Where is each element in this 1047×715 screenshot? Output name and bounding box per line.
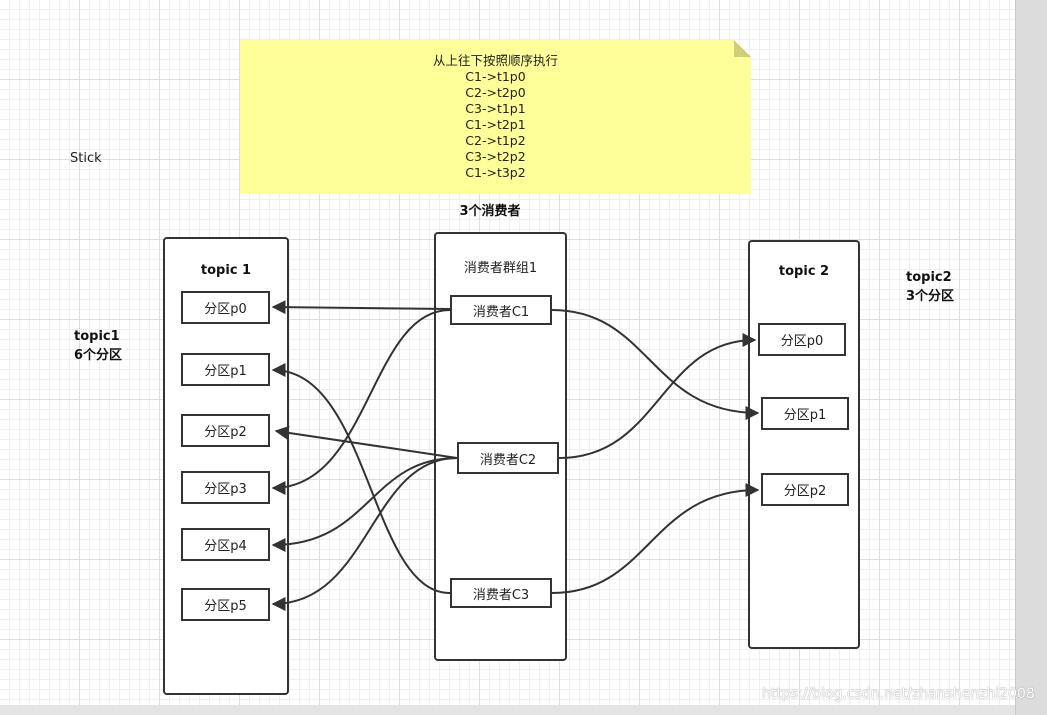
link-c3-t1p1 — [271, 363, 451, 594]
topic2-side-name: topic2 — [906, 270, 952, 285]
sticky-note[interactable]: 从上往下按照顺序执行 C1->t1p0 C2->t2p0 C3->t1p1 C1… — [240, 40, 751, 194]
link-c1-t2p1 — [551, 309, 760, 420]
page-bottom-edge — [0, 705, 1015, 715]
note-line: C1->t1p0 — [465, 69, 526, 84]
note-line: C3->t1p1 — [465, 101, 526, 116]
topic2-partition-p2[interactable]: 分区p2 — [761, 473, 849, 506]
link-c2-t2p0 — [558, 333, 757, 459]
link-c3-t2p2 — [551, 483, 760, 594]
topic1-title: topic 1 — [200, 263, 252, 278]
note-line: C1->t3p2 — [465, 165, 526, 180]
link-c2-t1p4 — [271, 457, 458, 552]
topic1-partition-p3[interactable]: 分区p3 — [181, 471, 270, 504]
topic1-side-label: topic1 6个分区 — [74, 329, 122, 363]
consumers-caption: 3个消费者 — [459, 204, 521, 219]
topic2-title: topic 2 — [778, 264, 830, 279]
link-c2-t1p2 — [274, 425, 458, 459]
stick-label: Stick — [70, 151, 102, 166]
topic1-partition-p0[interactable]: 分区p0 — [181, 291, 270, 324]
watermark-text: https://blog.csdn.net/zhanshenzhi2008 — [762, 686, 1035, 702]
note-line: C2->t2p0 — [465, 85, 526, 100]
topic1-side-name: topic1 — [74, 329, 120, 344]
consumer-c1[interactable]: 消费者C1 — [450, 295, 552, 325]
note-line: C1->t2p1 — [465, 117, 526, 132]
consumer-c3[interactable]: 消费者C3 — [450, 578, 552, 608]
topic2-partition-p1[interactable]: 分区p1 — [761, 397, 849, 430]
topic1-side-count: 6个分区 — [74, 348, 123, 363]
consumer-c2[interactable]: 消费者C2 — [457, 442, 559, 474]
note-line: C3->t2p2 — [465, 149, 526, 164]
link-c1-t1p3 — [271, 309, 451, 495]
topic1-partition-p1[interactable]: 分区p1 — [181, 353, 270, 386]
topic1-partition-p5[interactable]: 分区p5 — [181, 588, 270, 621]
link-c1-t1p0 — [271, 300, 451, 315]
link-c2-t1p5 — [271, 457, 458, 611]
note-line: C2->t1p2 — [465, 133, 526, 148]
topic1-partition-p4[interactable]: 分区p4 — [181, 528, 270, 561]
consumer-group-title: 消费者群组1 — [463, 261, 538, 276]
topic1-partition-p2[interactable]: 分区p2 — [181, 414, 270, 447]
topic2-partition-p0[interactable]: 分区p0 — [758, 323, 846, 356]
topic2-side-label: topic2 3个分区 — [906, 270, 954, 304]
topic2-container[interactable] — [748, 240, 860, 649]
topic2-side-count: 3个分区 — [906, 289, 955, 304]
page-edge — [1015, 0, 1047, 715]
note-line: 从上往下按照顺序执行 — [432, 53, 558, 68]
